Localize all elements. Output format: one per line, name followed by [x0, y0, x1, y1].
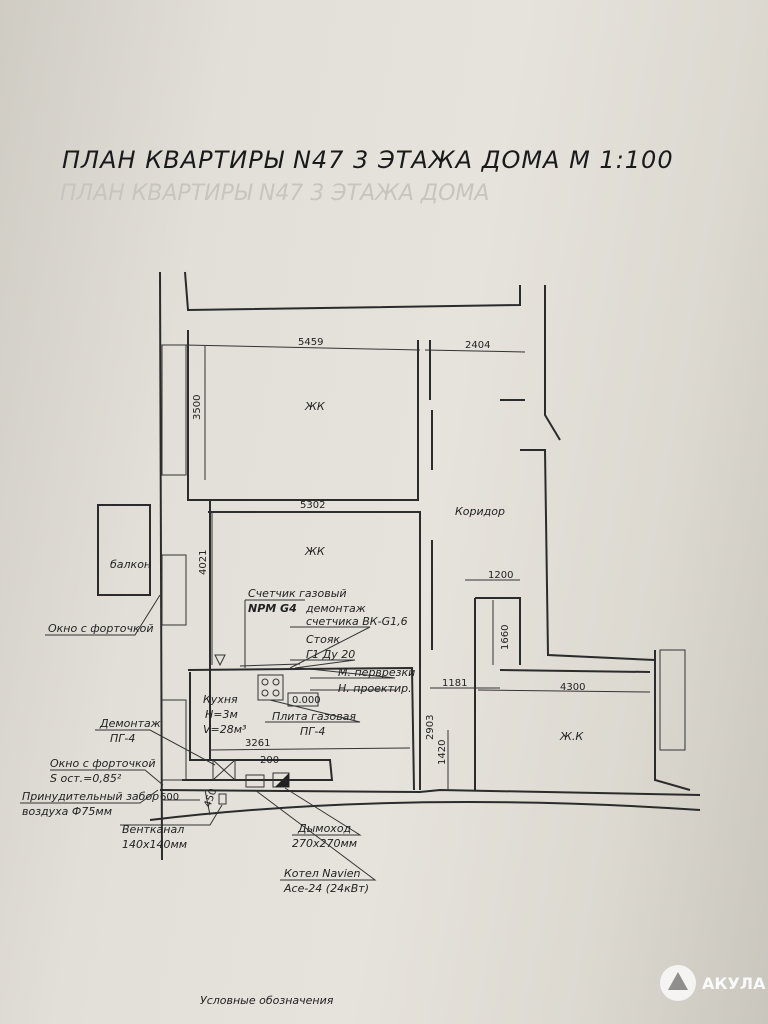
- tap-in-spec: Н. проектир.: [338, 682, 412, 695]
- dimension-labels: 5459 2404 3500 5302 4021 1200 1660 1181 …: [160, 337, 585, 809]
- air-intake-label: Принудительный забор: [22, 790, 159, 803]
- annotations: Окно с форточкой Счетчик газовый NPM G4 …: [22, 587, 415, 1007]
- dim-4021: 4021: [198, 550, 209, 575]
- dim-200: 200: [260, 755, 279, 766]
- kitchen-volume: V=28м³: [203, 723, 247, 736]
- room-corridor: Коридор: [455, 505, 505, 518]
- room-kitchen: Кухня: [203, 693, 238, 706]
- dismantle-stove-label: Демонтаж: [99, 717, 161, 730]
- dim-2903: 2903: [425, 715, 436, 740]
- gas-stove-label: Плита газовая: [272, 710, 356, 723]
- dimension-lines: [163, 344, 651, 816]
- plan-title: ПЛАН КВАРТИРЫ N47 3 ЭТАЖА ДОМА М 1:100: [62, 146, 674, 174]
- triangle-marker-icon: [214, 654, 226, 667]
- dim-1420: 1420: [437, 740, 448, 765]
- dim-1660: 1660: [500, 625, 511, 650]
- vent-size: 140х140мм: [122, 838, 187, 851]
- air-intake-spec: воздуха Ф75мм: [22, 805, 112, 818]
- room-labels: ЖК ЖК Ж.К Коридор балкон Кухня H=3м V=28…: [110, 400, 584, 743]
- gas-stove-icon: [257, 674, 284, 701]
- room-living-2: ЖК: [304, 545, 326, 558]
- legend-heading: Условные обозначения: [200, 994, 334, 1007]
- dim-1181: 1181: [442, 678, 467, 689]
- riser-spec: Г1 Ду 20: [306, 648, 355, 661]
- level-box: [287, 692, 319, 707]
- dim-5459: 5459: [298, 337, 323, 348]
- dim-3500: 3500: [192, 395, 203, 420]
- vent-channel-icon: [218, 793, 227, 805]
- boiler-model: Ace-24 (24кВт): [283, 882, 369, 895]
- room-living-1: ЖК: [304, 400, 326, 413]
- equipment: 0.000: [212, 654, 321, 805]
- chimney-label: Дымоход: [297, 822, 351, 835]
- window-label-2: Окно с форточкой: [50, 757, 156, 770]
- dim-3261: 3261: [245, 738, 270, 749]
- dim-2404: 2404: [465, 340, 490, 351]
- room-balcony: балкон: [110, 558, 151, 571]
- gas-stove-model: ПГ-4: [300, 725, 325, 738]
- gas-meter-label: Счетчик газовый: [248, 587, 347, 600]
- watermark-text: АКУЛА: [702, 974, 766, 993]
- chimney-size: 270х270мм: [292, 837, 357, 850]
- tap-in-label: М. перврезки: [338, 666, 415, 679]
- room-living-3: Ж.К: [559, 730, 584, 743]
- dim-4300: 4300: [560, 682, 585, 693]
- bleed-through-title: ПЛАН КВАРТИРЫ N47 3 ЭТАЖА ДОМА: [60, 181, 489, 206]
- walls: [97, 271, 701, 861]
- boiler-icon: [245, 774, 265, 788]
- dim-1200: 1200: [488, 570, 513, 581]
- gas-meter-model: NPM G4: [248, 602, 297, 615]
- window-area: S ост.=0,85²: [50, 772, 122, 785]
- leader-lines: [20, 594, 396, 881]
- window-label-1: Окно с форточкой: [48, 622, 154, 635]
- watermark: АКУЛА: [660, 965, 766, 1001]
- dismantle-meter-model: счетчика ВК-G1,6: [306, 615, 408, 628]
- vent-label: Вентканал: [122, 823, 184, 836]
- level-mark: 0.000: [292, 695, 321, 706]
- dismantled-stove-icon: [212, 759, 236, 781]
- kitchen-height: H=3м: [205, 708, 238, 721]
- dismantle-stove-model: ПГ-4: [110, 732, 135, 745]
- dim-5302: 5302: [300, 500, 325, 511]
- dim-600: 600: [160, 792, 179, 803]
- dismantle-meter-label: демонтаж: [305, 602, 366, 615]
- boiler-label: Котел Navien: [284, 867, 361, 880]
- riser-label: Стояк: [306, 633, 340, 646]
